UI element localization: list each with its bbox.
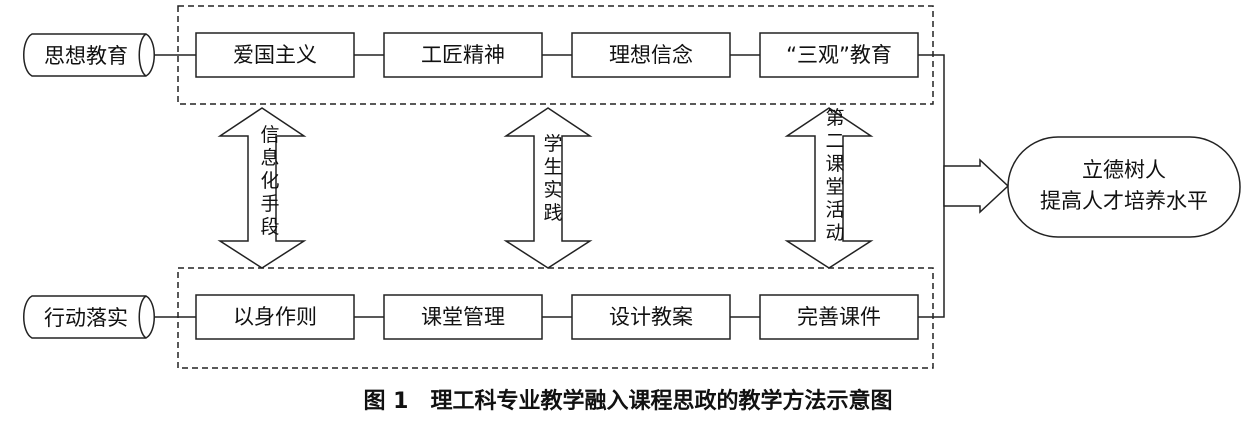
connector-1-label: 信息化手段 xyxy=(260,124,279,238)
top-box-2-label: 工匠精神 xyxy=(421,43,505,67)
bottom-group-frame xyxy=(177,267,934,369)
bottom-source-label: 行动落实 xyxy=(44,306,128,330)
top-box-1: 爱国主义 xyxy=(195,32,355,78)
top-box-2: 工匠精神 xyxy=(383,32,543,78)
connector-arrow-1: 信息化手段 xyxy=(217,107,307,269)
connector-3-label: 第二课堂活动 xyxy=(825,107,844,244)
bottom-box-1-label: 以身作则 xyxy=(233,305,317,329)
connector-arrow-3: 第二课堂活动 xyxy=(784,107,874,269)
goal-line-2: 提高人才培养水平 xyxy=(1040,189,1208,213)
bottom-box-1: 以身作则 xyxy=(195,294,355,340)
goal-line-1: 立德树人 xyxy=(1082,158,1166,182)
bottom-source-scroll: 行动落实 xyxy=(23,295,155,339)
bottom-box-2-label: 课堂管理 xyxy=(421,305,505,329)
top-box-1-label: 爱国主义 xyxy=(233,43,317,67)
top-box-3-label: 理想信念 xyxy=(609,43,693,67)
top-source-label: 思想教育 xyxy=(44,44,128,68)
bottom-box-3-label: 设计教案 xyxy=(609,305,693,329)
connector-arrow-2: 学生实践 xyxy=(503,107,593,269)
bottom-box-3: 设计教案 xyxy=(571,294,731,340)
top-box-4-label: “三观”教育 xyxy=(786,43,892,67)
top-box-3: 理想信念 xyxy=(571,32,731,78)
figure-caption: 图 1 理工科专业教学融入课程思政的教学方法示意图 xyxy=(364,388,893,414)
top-box-4: “三观”教育 xyxy=(759,32,919,78)
bottom-box-4: 完善课件 xyxy=(759,294,919,340)
bottom-box-4-label: 完善课件 xyxy=(797,305,881,329)
right-bracket-line xyxy=(918,54,945,318)
goal-arrow xyxy=(943,158,1010,214)
bottom-box-2: 课堂管理 xyxy=(383,294,543,340)
connector-2-label: 学生实践 xyxy=(543,133,562,224)
goal-node: 立德树人 提高人才培养水平 xyxy=(1007,136,1241,238)
top-source-scroll: 思想教育 xyxy=(23,33,155,77)
